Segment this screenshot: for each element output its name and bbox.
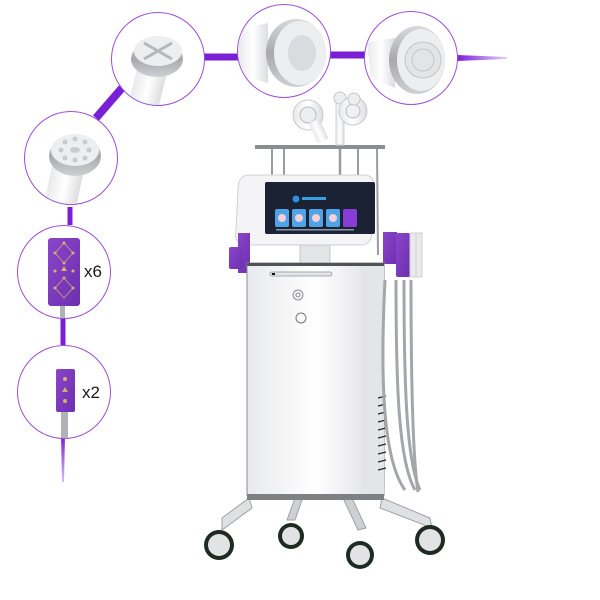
handpiece-on-tray-left — [292, 99, 329, 144]
callout-lipo-pad-small: x2 — [17, 345, 111, 439]
quantity-label-x2: x2 — [82, 383, 100, 402]
caster-wheels — [204, 523, 445, 569]
lipo-pad-small-icon — [56, 369, 75, 438]
handpiece-8-dot-icon — [43, 134, 101, 204]
beauty-machine — [204, 91, 445, 569]
handpiece-on-tray-right — [338, 92, 368, 126]
screen-menu-tiles — [275, 209, 357, 231]
brand-logo-icon — [292, 195, 300, 203]
handpiece-large-rf-icon — [367, 26, 445, 94]
handpiece-cross-icon — [127, 36, 183, 105]
lipo-pad-large-icon — [48, 238, 80, 318]
callout-handpiece-ring — [237, 4, 331, 98]
handpiece-ring-icon — [238, 19, 326, 87]
callout-handpiece-cross — [111, 12, 205, 106]
quantity-label-x6: x6 — [84, 262, 102, 281]
callout-lipo-pad-large: x6 — [17, 225, 111, 319]
callout-handpiece-large-rf — [364, 11, 458, 105]
control-knob-icon — [295, 312, 307, 324]
callout-handpiece-8-dot — [24, 111, 118, 205]
power-button-icon — [292, 289, 304, 301]
